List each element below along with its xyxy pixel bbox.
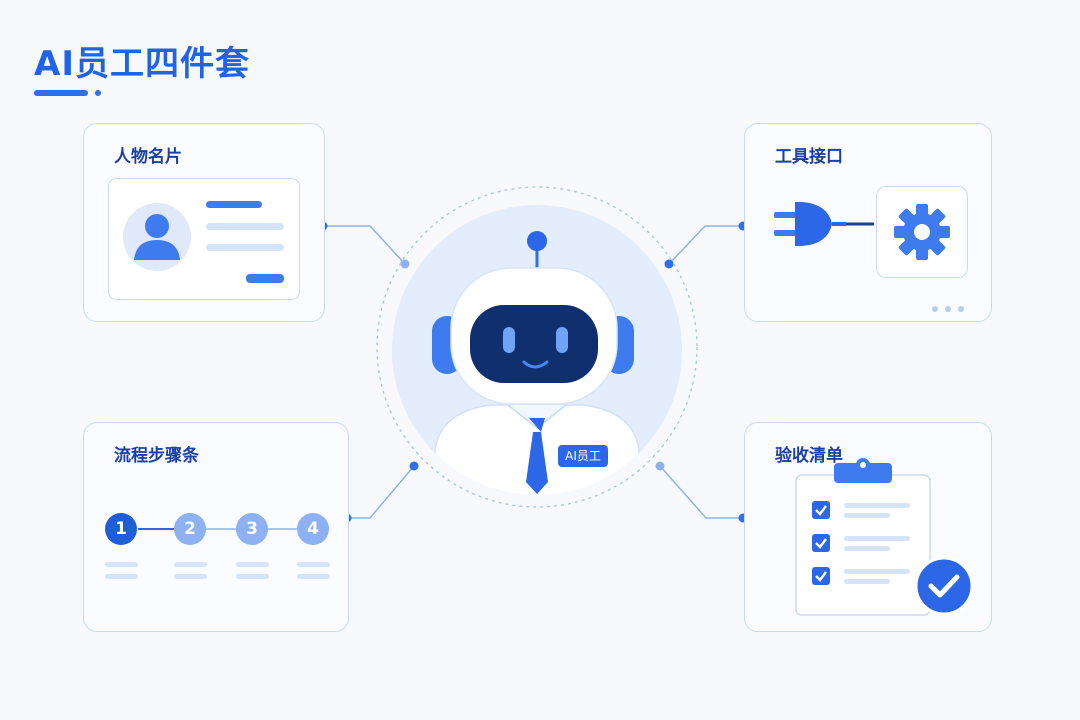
card-checklist-title: 验收清单 — [775, 446, 843, 466]
step-2: 2 — [174, 513, 206, 545]
step-1: 1 — [105, 513, 137, 545]
connector-process — [347, 465, 415, 519]
connector-dot — [409, 461, 419, 471]
connector-checklist — [659, 465, 743, 519]
title-underline-dot — [95, 90, 101, 96]
connector-profile — [323, 225, 406, 265]
action-pill — [246, 274, 284, 283]
card-profile-title: 人物名片 — [114, 147, 182, 167]
employee-badge: AI员工 — [558, 445, 608, 467]
connector-dot — [655, 461, 665, 471]
outer-ring — [376, 186, 698, 508]
page-title: AI员工四件套 — [34, 44, 250, 84]
step-3: 3 — [236, 513, 268, 545]
card-tools-title: 工具接口 — [775, 147, 843, 167]
checkmark-badge-icon — [914, 556, 974, 616]
avatar-icon — [123, 203, 191, 271]
plug-icon — [774, 202, 874, 246]
card-profile: 人物名片 — [83, 123, 325, 322]
connector-dot — [400, 259, 410, 269]
gear-box — [876, 186, 968, 278]
card-process: 流程步骤条 1 2 3 4 — [83, 422, 349, 632]
gear-icon — [894, 204, 950, 260]
connector-dot — [664, 259, 674, 269]
info-line — [206, 223, 284, 230]
check-item — [812, 501, 910, 519]
step-4: 4 — [297, 513, 329, 545]
title-underline — [34, 90, 88, 96]
step-connectors — [105, 528, 330, 579]
card-tools: 工具接口 — [744, 123, 992, 322]
name-line — [206, 201, 262, 208]
info-line — [206, 244, 284, 251]
card-process-title: 流程步骤条 — [114, 446, 199, 466]
profile-card-preview — [108, 178, 300, 300]
clipboard-icon — [795, 458, 974, 616]
more-dots-icon — [932, 297, 971, 316]
check-item — [812, 567, 910, 585]
robot-illustration — [432, 231, 640, 495]
connector-tools — [668, 225, 743, 265]
check-item — [812, 534, 910, 552]
